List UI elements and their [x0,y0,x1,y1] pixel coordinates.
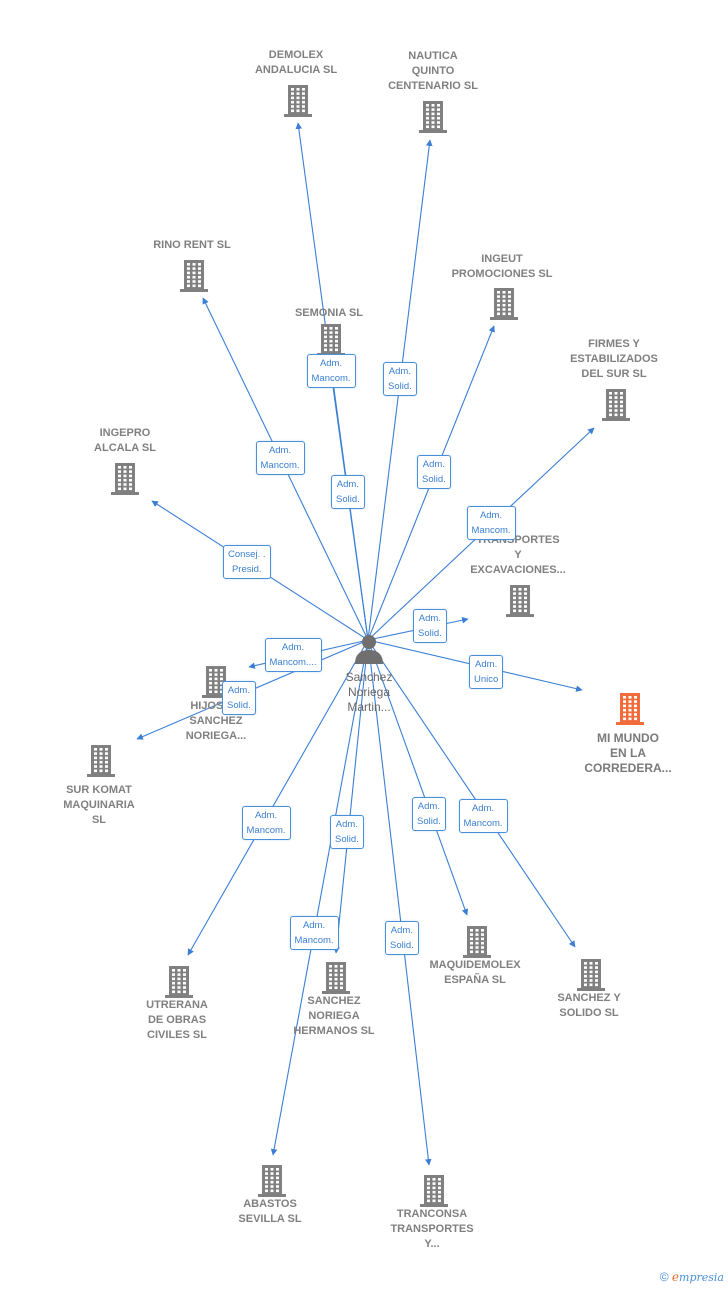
brand-logo-text: mpresia [679,1271,724,1284]
company-node-firmes[interactable]: FIRMES Y ESTABILIZADOS DEL SUR SL [544,337,684,382]
role-badge-sanchezsolido: Adm. Mancom. [458,799,508,833]
edge-tranconsa [367,639,432,1166]
company-node-tranconsa[interactable]: TRANCONSA TRANSPORTES Y... [362,1207,502,1252]
company-node-maquidemolex[interactable]: MAQUIDEMOLEX ESPAÑA SL [405,958,545,988]
edge-sanchezhnos [333,639,369,954]
company-name[interactable]: INGEUT PROMOCIONES SL [451,253,553,280]
center-person-name[interactable]: Sanchez Noriega Martin... [345,670,393,714]
company-name[interactable]: TRANCONSA TRANSPORTES Y... [390,1208,474,1250]
role-badge-nautica: Adm. Solid. [383,362,417,396]
role-badge-sanchezhnos: Adm. Solid. [330,815,364,849]
company-node-sanchezhnos[interactable]: SANCHEZ NORIEGA HERMANOS SL [264,994,404,1039]
edge-sanchezsolido [367,639,576,948]
building-icon[interactable] [201,665,231,704]
role-badge-transportes: Adm. Solid. [413,609,447,643]
building-icon[interactable] [418,100,448,139]
role-badge-semonia: Adm. Solid. [331,475,365,509]
role-badge-surkomat: Adm. Solid. [222,681,256,715]
company-node-sanchezsolido[interactable]: SANCHEZ Y SOLIDO SL [519,991,659,1021]
building-icon[interactable] [110,462,140,501]
company-name[interactable]: SANCHEZ NORIEGA HERMANOS SL [293,995,375,1037]
company-node-surkomat[interactable]: SUR KOMAT MAQUINARIA SL [29,783,169,828]
company-name[interactable]: NAUTICA QUINTO CENTENARIO SL [388,50,478,92]
building-icon[interactable] [179,259,209,298]
company-node-demolex[interactable]: DEMOLEX ANDALUCIA SL [226,48,366,78]
building-icon[interactable] [164,965,194,1004]
role-badge-rino: Adm. Mancom. [255,441,305,475]
company-name[interactable]: SEMONIA SL [294,307,364,319]
edge-maquidemolex [367,639,469,916]
company-node-semonia[interactable]: SEMONIA SL [259,306,399,321]
building-icon[interactable] [615,692,645,731]
company-node-ingepro[interactable]: INGEPRO ALCALA SL [55,426,195,456]
edge-abastos [270,639,369,1156]
company-name[interactable]: UTRERANA DE OBRAS CIVILES SL [146,999,208,1041]
company-name[interactable]: MI MUNDO EN LA CORREDERA... [584,731,672,775]
role-badge-ingeut: Adm. Solid. [417,455,451,489]
role-badge-utrerana: Adm. Mancom. [241,806,291,840]
company-node-rino[interactable]: RINO RENT SL [122,238,262,253]
role-badge-demolex: Adm. Mancom. [306,354,356,388]
role-badge-maquidemolex: Adm. Solid. [412,797,446,831]
building-icon[interactable] [576,958,606,997]
company-name[interactable]: RINO RENT SL [153,239,231,251]
building-icon[interactable] [601,388,631,427]
edge-utrerana [187,639,369,956]
company-node-utrerana[interactable]: UTRERANA DE OBRAS CIVILES SL [107,998,247,1043]
role-badge-mimundo: Adm. Unico [469,655,504,689]
company-node-hijos[interactable]: HIJOS DE SANCHEZ NORIEGA... [146,699,286,744]
building-icon[interactable] [462,925,492,964]
company-name[interactable]: FIRMES Y ESTABILIZADOS DEL SUR SL [570,338,658,380]
company-node-nautica[interactable]: NAUTICA QUINTO CENTENARIO SL [363,49,503,94]
role-badge-tranconsa: Adm. Solid. [385,921,419,955]
building-icon[interactable] [419,1174,449,1213]
company-name[interactable]: MAQUIDEMOLEX ESPAÑA SL [429,959,521,986]
brand-logo-e: e [671,1270,680,1284]
company-name[interactable]: DEMOLEX ANDALUCIA SL [254,49,338,76]
company-name[interactable]: SUR KOMAT MAQUINARIA SL [63,784,135,826]
company-node-mimundo[interactable]: MI MUNDO EN LA CORREDERA... [558,731,698,776]
role-badge-firmes: Adm. Mancom. [466,506,516,540]
company-node-ingeut[interactable]: INGEUT PROMOCIONES SL [432,252,572,282]
role-badge-ingepro: Consej. . Presid. [223,545,271,579]
building-icon[interactable] [257,1164,287,1203]
copyright-symbol: © [659,1270,669,1284]
company-name[interactable]: INGEPRO ALCALA SL [94,427,156,454]
footer-brand: © empresia [660,1270,724,1284]
role-badge-hijos: Adm. Mancom.... [264,638,322,672]
company-node-abastos[interactable]: ABASTOS SEVILLA SL [200,1197,340,1227]
company-name[interactable]: HIJOS DE SANCHEZ NORIEGA... [185,700,247,742]
building-icon[interactable] [505,584,535,623]
company-name[interactable]: SANCHEZ Y SOLIDO SL [557,992,621,1019]
person-icon[interactable] [353,633,385,665]
building-icon[interactable] [489,287,519,326]
building-icon[interactable] [321,961,351,1000]
building-icon[interactable] [283,84,313,123]
building-icon[interactable] [86,744,116,783]
company-name[interactable]: ABASTOS SEVILLA SL [238,1198,302,1225]
role-badge-abastos: Adm. Mancom. [289,916,339,950]
